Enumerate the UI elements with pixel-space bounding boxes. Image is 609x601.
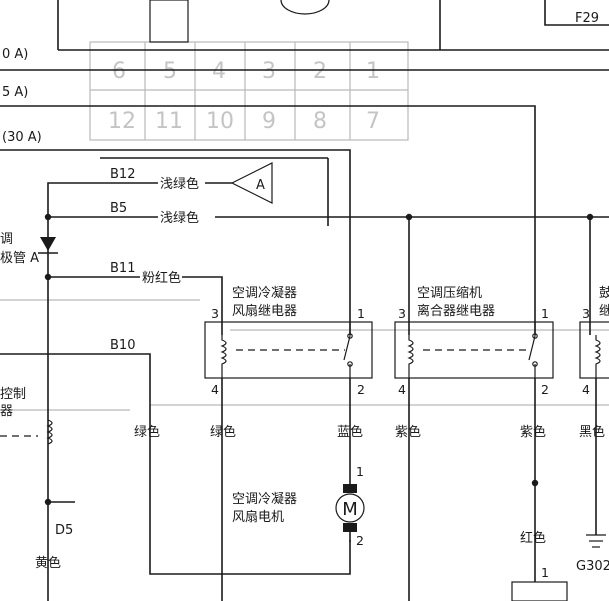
motor-icon xyxy=(335,493,365,523)
faint-pin-2: 2 xyxy=(313,59,327,84)
junction-b5-left xyxy=(44,213,52,221)
faint-pin-12: 12 xyxy=(108,109,136,134)
faint-pin-10: 10 xyxy=(206,109,234,134)
relay-condenser-pin-2: 2 xyxy=(357,382,365,397)
relay-compressor-title-2: 离合器继电器 xyxy=(417,303,495,319)
relay-compressor-pin-4: 4 xyxy=(398,382,406,397)
top-fuse-block: F29 xyxy=(57,0,609,51)
b5-circuit: B5 浅绿色 xyxy=(44,157,609,335)
wire-color-light-green-1: 浅绿色 xyxy=(160,176,199,192)
ref-marker-label: A xyxy=(256,178,265,193)
motor-symbol: M xyxy=(342,499,358,520)
faint-pin-6: 6 xyxy=(112,59,126,84)
connector-b12: B12 xyxy=(110,167,135,182)
faint-pin-9: 9 xyxy=(262,109,276,134)
faint-pin-7: 7 xyxy=(366,109,380,134)
connector-b5: B5 xyxy=(110,201,127,216)
fuse-label-lower: (30 A) xyxy=(2,130,42,145)
wire-color-blue: 蓝色 xyxy=(337,424,363,440)
relay-condenser-pin-3: 3 xyxy=(211,306,219,321)
relay-condenser-title-1: 空调冷凝器 xyxy=(232,285,297,301)
motor-title-2: 风扇电机 xyxy=(232,509,284,525)
relay-compressor-clutch: 空调压缩机 离合器继电器 3 1 4 2 紫色 紫色 红色 1 xyxy=(394,285,568,601)
fuse-label-top: 0 A) xyxy=(2,47,28,62)
fuse-code-label: F29 xyxy=(575,11,599,26)
wire-color-green-2: 绿色 xyxy=(210,424,236,440)
condenser-fan-motor: 1 M 2 空调冷凝器 风扇电机 xyxy=(232,464,365,548)
faint-pin-4: 4 xyxy=(212,59,226,84)
relay-condenser-pin-4: 4 xyxy=(211,382,219,397)
motor-pin-1: 1 xyxy=(356,464,364,479)
motor-title-1: 空调冷凝器 xyxy=(232,491,297,507)
wire-color-purple-2: 紫色 xyxy=(520,424,546,440)
relay-compressor-title-1: 空调压缩机 xyxy=(417,285,482,301)
wire-color-pink: 粉红色 xyxy=(142,270,181,286)
b12-circuit: B12 浅绿色 A xyxy=(47,162,273,490)
relay-condenser-fan: 空调冷凝器 风扇继电器 3 1 4 2 绿色 蓝色 xyxy=(204,285,373,601)
relay-right-title-2: 继 xyxy=(599,304,609,319)
wire-color-yellow: 黄色 xyxy=(35,555,61,571)
motor-pin-2: 2 xyxy=(356,533,364,548)
relay-condenser-title-2: 风扇继电器 xyxy=(232,303,297,319)
diode-label-1: 调 xyxy=(0,232,13,247)
diode-icon xyxy=(40,237,56,251)
diode: 调 极管 A xyxy=(0,232,58,281)
relay-right-title-1: 鼓 xyxy=(599,286,609,301)
relay-compressor-pin-2: 2 xyxy=(541,382,549,397)
faint-pin-1: 1 xyxy=(366,59,380,84)
ground-icon xyxy=(586,534,606,548)
control-label-2: 器 xyxy=(0,404,13,419)
relay-right-pin-4: 4 xyxy=(582,382,590,397)
b11-circuit: B11 粉红色 xyxy=(48,261,223,335)
faint-pin-3: 3 xyxy=(262,59,276,84)
ref-marker-a xyxy=(230,162,273,204)
wire-color-light-green-2: 浅绿色 xyxy=(160,210,199,226)
relay-right: 鼓 继 3 4 黑色 G302 xyxy=(576,286,609,574)
relay-condenser-coil-icon xyxy=(220,335,227,378)
faint-pin-5: 5 xyxy=(163,59,177,84)
faint-pin-11: 11 xyxy=(155,109,183,134)
wire-color-purple-1: 紫色 xyxy=(395,424,421,440)
control-label-1: 控制 xyxy=(0,387,26,402)
relay-compressor-pin-3: 3 xyxy=(398,306,406,321)
diode-label-2: 极管 A xyxy=(0,251,39,266)
ground-label: G302 xyxy=(576,559,609,574)
connector-d5: D5 xyxy=(55,523,73,538)
b10-circuit: B10 绿色 xyxy=(0,338,351,575)
bottom-connector-pin: 1 xyxy=(541,565,549,580)
wire-color-black: 黑色 xyxy=(579,424,605,440)
faint-connector-outline: 6 5 4 3 2 1 12 11 10 9 8 7 xyxy=(0,41,609,411)
relay-condenser-pin-1: 1 xyxy=(357,306,365,321)
faint-pin-8: 8 xyxy=(313,109,327,134)
control-unit: 控制 器 D5 黄色 xyxy=(0,387,75,601)
fuse-lines: 0 A) 5 A) (30 A) xyxy=(0,47,609,335)
wire-color-green-1: 绿色 xyxy=(134,424,160,440)
junction-compressor xyxy=(531,479,539,487)
wire-color-red: 红色 xyxy=(520,530,546,546)
relay-compressor-coil-icon xyxy=(407,335,414,378)
connector-b11: B11 xyxy=(110,261,135,276)
connector-b10: B10 xyxy=(110,338,135,353)
relay-right-pin-3: 3 xyxy=(582,306,590,321)
coil-icon xyxy=(46,419,53,445)
fuse-label-middle: 5 A) xyxy=(2,85,28,100)
relay-compressor-pin-1: 1 xyxy=(541,306,549,321)
relay-right-coil-icon xyxy=(594,335,601,378)
